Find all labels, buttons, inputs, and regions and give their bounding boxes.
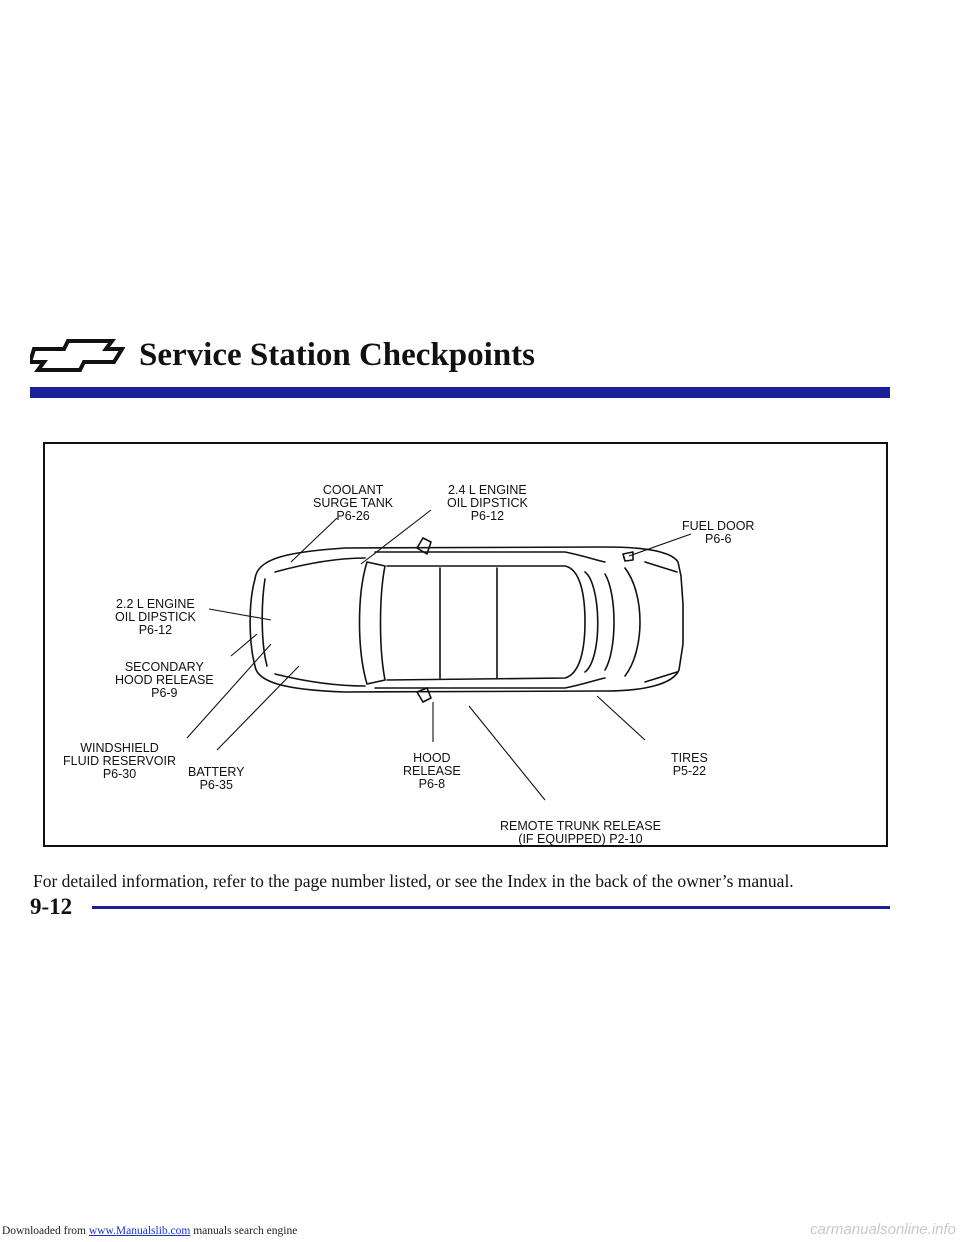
watermark: carmanualsonline.info xyxy=(810,1221,956,1238)
windshield-outline xyxy=(358,561,386,685)
callout-windshield-fluid-reservoir: WINDSHIELD FLUID RESERVOIR P6-30 xyxy=(63,741,176,781)
banner-suffix: manuals search engine xyxy=(193,1225,298,1237)
callout-hood-release: HOOD RELEASE P6-8 xyxy=(403,751,461,791)
header: Service Station Checkpoints xyxy=(30,330,535,380)
rear-window-outline xyxy=(584,571,599,673)
footer-rule xyxy=(92,906,890,909)
leader-secondary-hood xyxy=(230,633,258,657)
callout-24-oil-dipstick: 2.4 L ENGINE OIL DIPSTICK P6-12 xyxy=(447,483,528,523)
banner-prefix: Downloaded from xyxy=(2,1225,86,1237)
callout-22-oil-dipstick: 2.2 L ENGINE OIL DIPSTICK P6-12 xyxy=(115,597,196,637)
manualslib-link[interactable]: www.Manualslib.com xyxy=(88,1225,191,1237)
roof-outline xyxy=(386,565,586,681)
fuel-door xyxy=(622,551,634,562)
car-top-view-drawing xyxy=(186,509,692,801)
leader-battery xyxy=(216,665,300,751)
callout-secondary-hood-release: SECONDARY HOOD RELEASE P6-9 xyxy=(115,660,214,700)
left-mirror xyxy=(416,537,432,555)
leader-fuel-door xyxy=(628,533,692,557)
callout-tires: TIRES P5-22 xyxy=(671,751,708,778)
car-body-outline xyxy=(249,546,684,693)
callout-coolant-surge-tank: COOLANT SURGE TANK P6-26 xyxy=(313,483,394,523)
leader-windshield xyxy=(186,643,272,739)
download-banner: Downloaded from www.Manualslib.com manua… xyxy=(2,1225,297,1237)
leader-tires xyxy=(596,695,646,741)
page-title: Service Station Checkpoints xyxy=(139,336,535,373)
footnote: For detailed information, refer to the p… xyxy=(33,871,794,891)
chevrolet-bowtie-icon xyxy=(30,339,125,372)
leader-coolant xyxy=(290,517,338,563)
callout-fuel-door: FUEL DOOR P6-6 xyxy=(682,519,755,546)
checkpoints-diagram: COOLANT SURGE TANK P6-26 2.4 L ENGINE OI… xyxy=(43,442,888,847)
page-number: 9-12 xyxy=(30,894,73,919)
leader-oil-24 xyxy=(360,509,432,565)
leader-oil-22 xyxy=(208,608,272,621)
callout-battery: BATTERY P6-35 xyxy=(188,765,245,792)
right-mirror xyxy=(416,687,432,703)
header-rule xyxy=(30,387,890,398)
leader-trunk xyxy=(468,705,546,801)
callout-remote-trunk-release: REMOTE TRUNK RELEASE (IF EQUIPPED) P2-10 xyxy=(500,819,661,846)
